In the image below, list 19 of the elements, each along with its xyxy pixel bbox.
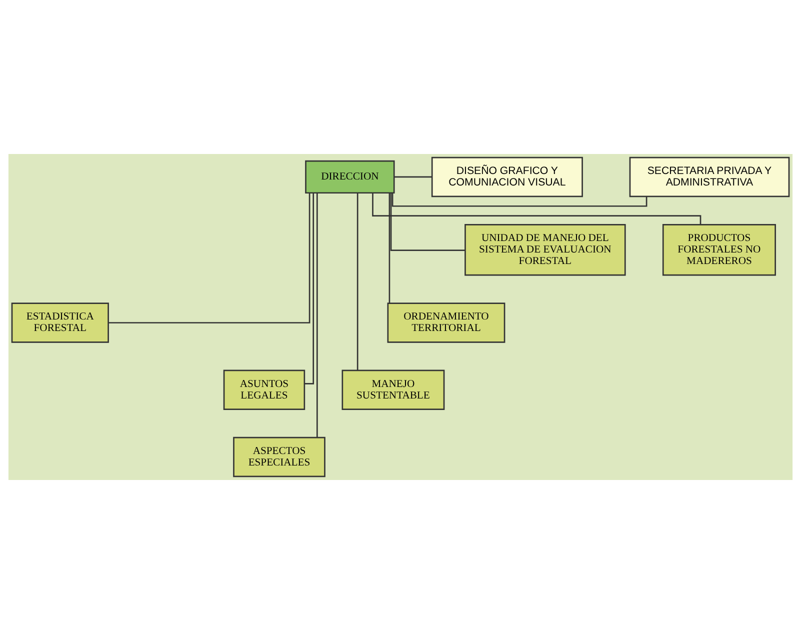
node-box: ORDENAMIENTO TERRITORIAL [387,302,506,343]
connector [108,193,310,324]
node-box: DISEÑO GRAFICO Y COMUNIACION VISUAL [431,156,583,198]
connector [356,192,358,370]
connector [392,192,648,207]
node-box: DIRECCION [305,160,395,194]
connector [316,193,318,438]
node-box: SECRETARIA PRIVADA Y ADMINISTRATIVA [629,156,790,198]
connector [304,193,314,384]
connector [372,193,702,224]
node-box: ASPECTOS ESPECIALES [233,436,326,478]
node-box: PRODUCTOS FORESTALES NO MADEREROS [662,224,776,276]
connector [390,192,466,251]
node-box: ESTADISTICA FORESTAL [11,302,109,343]
node-box: MANEJO SUSTENTABLE [342,370,445,410]
connector [388,193,390,304]
node-box: ASUNTOS LEGALES [223,370,306,410]
node-box: UNIDAD DE MANEJO DEL SISTEMA DE EVALUACION FORESTAL [464,224,626,276]
connector [394,176,432,178]
